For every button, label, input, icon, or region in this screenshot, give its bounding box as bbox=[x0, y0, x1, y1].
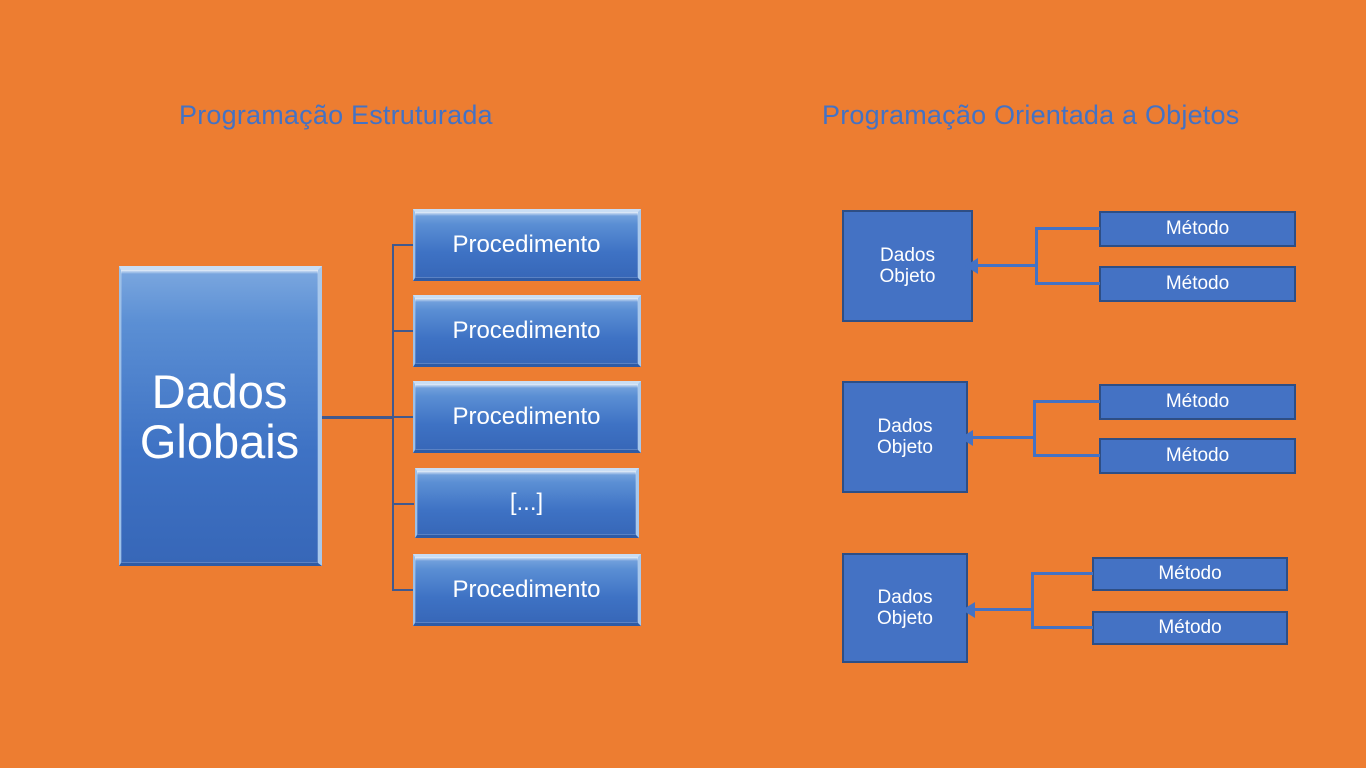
method-box-1a[interactable]: Método bbox=[1099, 211, 1296, 247]
global-data-line-1: Dados bbox=[151, 365, 288, 419]
method-label-1a: Método bbox=[1165, 218, 1230, 240]
method-box-2b[interactable]: Método bbox=[1099, 438, 1296, 474]
connector-branch-1 bbox=[392, 244, 414, 246]
object-data-line-3b: Objeto bbox=[877, 608, 933, 629]
connector-method-2b bbox=[1033, 454, 1100, 457]
procedure-label-5: Procedimento bbox=[452, 576, 601, 604]
method-label-2a: Método bbox=[1165, 391, 1230, 413]
connector-bracket-1 bbox=[1035, 227, 1038, 285]
method-box-3b[interactable]: Método bbox=[1092, 611, 1288, 645]
procedure-label-2: Procedimento bbox=[452, 317, 601, 345]
connector-root-stub bbox=[320, 416, 394, 419]
method-label-2b: Método bbox=[1165, 445, 1230, 467]
procedure-box-3[interactable]: Procedimento bbox=[413, 381, 641, 453]
arrow-head-icon-2 bbox=[960, 430, 973, 446]
procedure-box-ellipsis[interactable]: [...] bbox=[415, 468, 639, 538]
connector-bracket-2 bbox=[1033, 400, 1036, 457]
connector-arrow-line-2 bbox=[973, 436, 1035, 439]
method-box-3a[interactable]: Método bbox=[1092, 557, 1288, 591]
procedure-label-3: Procedimento bbox=[452, 403, 601, 431]
method-label-3b: Método bbox=[1158, 617, 1222, 639]
procedure-box-2[interactable]: Procedimento bbox=[413, 295, 641, 367]
object-data-line-1a: Dados bbox=[880, 244, 935, 266]
object-data-line-1b: Objeto bbox=[879, 266, 936, 287]
method-label-1b: Método bbox=[1165, 273, 1230, 295]
object-data-line-3a: Dados bbox=[877, 586, 933, 608]
connector-arrow-line-3 bbox=[975, 608, 1033, 611]
object-data-line-2a: Dados bbox=[877, 415, 933, 437]
method-box-1b[interactable]: Método bbox=[1099, 266, 1296, 302]
procedure-label-4: [...] bbox=[509, 489, 544, 517]
object-data-box-3[interactable]: Dados Objeto bbox=[842, 553, 968, 663]
connector-method-3a bbox=[1031, 572, 1093, 575]
connector-method-2a bbox=[1033, 400, 1100, 403]
global-data-box[interactable]: Dados Globais bbox=[119, 266, 322, 566]
connector-method-1a bbox=[1035, 227, 1100, 230]
object-data-box-2[interactable]: Dados Objeto bbox=[842, 381, 968, 493]
object-data-line-2b: Objeto bbox=[877, 437, 933, 458]
object-data-box-1[interactable]: Dados Objeto bbox=[842, 210, 973, 322]
arrow-head-icon-3 bbox=[962, 602, 975, 618]
method-label-3a: Método bbox=[1158, 563, 1222, 585]
connector-bracket-3 bbox=[1031, 572, 1034, 629]
arrow-head-icon-1 bbox=[965, 258, 978, 274]
oop-title: Programação Orientada a Objetos bbox=[822, 100, 1240, 130]
procedure-box-5[interactable]: Procedimento bbox=[413, 554, 641, 626]
procedure-label-1: Procedimento bbox=[452, 231, 601, 259]
structured-programming-title: Programação Estruturada bbox=[179, 100, 493, 130]
connector-branch-5 bbox=[392, 589, 414, 591]
connector-arrow-line-1 bbox=[978, 264, 1038, 267]
connector-branch-3 bbox=[392, 416, 414, 418]
connector-branch-2 bbox=[392, 330, 414, 332]
connector-branch-4 bbox=[392, 503, 414, 505]
connector-method-1b bbox=[1035, 282, 1100, 285]
connector-method-3b bbox=[1031, 626, 1093, 629]
procedure-box-1[interactable]: Procedimento bbox=[413, 209, 641, 281]
global-data-line-2: Globais bbox=[139, 414, 300, 468]
method-box-2a[interactable]: Método bbox=[1099, 384, 1296, 420]
